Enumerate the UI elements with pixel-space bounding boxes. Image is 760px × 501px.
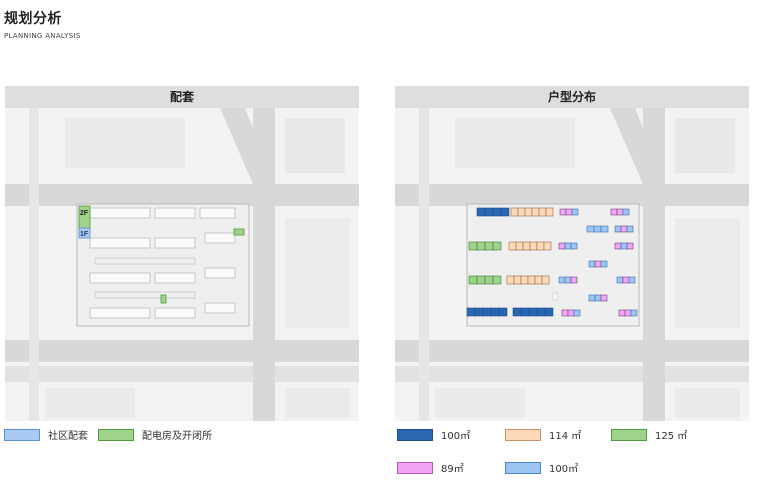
legend-label-125: 125 ㎡ (655, 431, 688, 442)
legend-unit-89: 89㎡ (397, 460, 464, 475)
unit-block-125-row2 (468, 241, 502, 251)
legend-swatch-community (4, 428, 40, 441)
unit-distribution-map-panel: 户型分布 (395, 86, 749, 421)
legend-label-89: 89㎡ (441, 464, 464, 475)
unit-block-100-light-row1b (586, 225, 634, 233)
unit-distribution-panel-header: 户型分布 (395, 86, 749, 108)
unit-block-mixed-row3b (552, 292, 608, 302)
unit-distribution-site-plan (395, 108, 749, 421)
legend-community-facilities: 社区配套 (4, 427, 88, 442)
unit-block-114-row2 (508, 241, 552, 251)
legend-label-100-light: 100㎡ (549, 464, 579, 475)
legend-swatch-125 (611, 428, 647, 441)
legend-label-substation: 配电房及开闭所 (142, 431, 212, 442)
substation-marker-east (233, 228, 245, 236)
unit-block-89-row1 (559, 208, 630, 216)
facility-building-1f (78, 227, 91, 239)
legend-unit-114: 114 ㎡ (505, 427, 581, 442)
unit-block-100-dark-row4 (466, 307, 554, 317)
legend-swatch-114 (505, 428, 541, 441)
unit-block-89-row2 (558, 242, 634, 250)
unit-block-89-row3 (558, 276, 636, 284)
legend-label-100-dark: 100㎡ (441, 431, 471, 442)
unit-block-mixed-row2b (588, 260, 608, 268)
page-subtitle: PLANNING ANALYSIS (4, 32, 81, 40)
legend-unit-100-dark: 100㎡ (397, 427, 470, 442)
legend-swatch-100-light (505, 461, 541, 474)
legend-swatch-100-dark (397, 428, 433, 441)
facilities-site-plan: 2F 1F (5, 108, 359, 421)
legend-substation: 配电房及开闭所 (98, 427, 212, 442)
unit-block-89-row4 (561, 309, 638, 317)
substation-marker-south (160, 294, 167, 304)
legend-swatch-substation (98, 428, 134, 441)
legend-swatch-89 (397, 461, 433, 474)
floor-label-1f: 1F (80, 231, 89, 238)
floor-label-2f: 2F (80, 210, 89, 217)
legend-label-community: 社区配套 (48, 431, 88, 442)
unit-block-114-row3 (506, 275, 550, 285)
unit-block-114-row1 (510, 207, 554, 217)
legend-label-114: 114 ㎡ (549, 431, 582, 442)
unit-block-100-dark-row1 (476, 207, 510, 217)
unit-block-125-row3 (468, 275, 502, 285)
legend-unit-100-light: 100㎡ (505, 460, 578, 475)
facilities-panel-header: 配套 (5, 86, 359, 108)
page-title: 规划分析 (4, 11, 62, 27)
facilities-map-panel: 配套 2F 1F (5, 86, 359, 421)
legend-unit-125: 125 ㎡ (611, 427, 687, 442)
